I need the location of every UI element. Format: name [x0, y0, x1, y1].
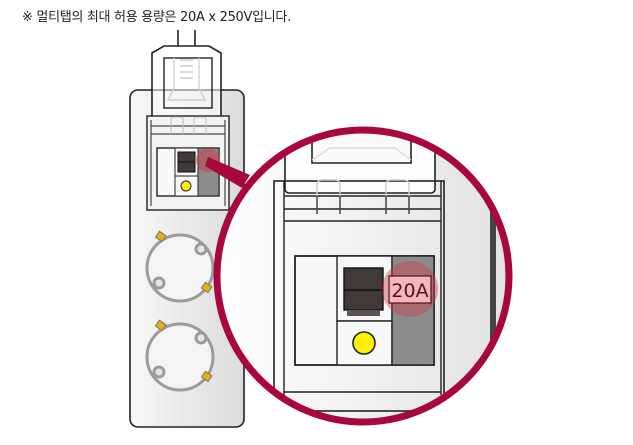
magnifier-pointer [205, 157, 250, 188]
plug-icon [151, 30, 222, 133]
capacity-notice-caption: ※ 멀티탭의 최대 허용 용량은 20A x 250V입니다. [22, 10, 291, 25]
breaker-rating-label: 20A [391, 280, 428, 302]
magnified-breaker-view: 20A [213, 126, 513, 426]
outlet-1 [145, 230, 215, 303]
outlet-2 [145, 319, 215, 392]
magnifier-ring [213, 126, 513, 426]
breaker-housing [146, 115, 230, 211]
